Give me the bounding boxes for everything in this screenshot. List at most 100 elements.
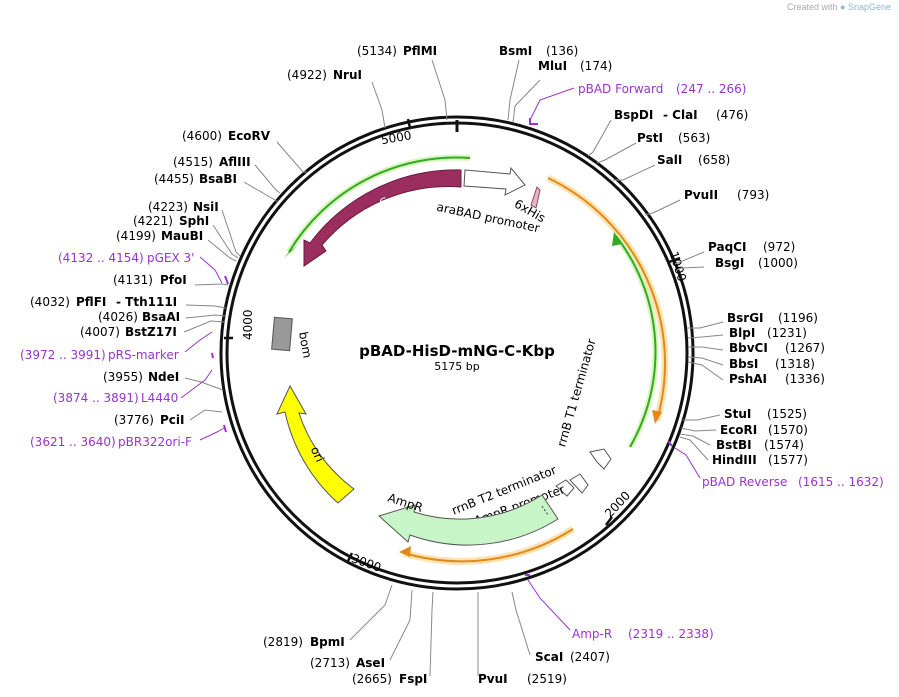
- enzyme-AseI-pos: (2713): [310, 656, 350, 670]
- enzyme-MluI-pos: (174): [580, 59, 612, 73]
- enzyme-BstZ17I-pos: (4007): [80, 325, 120, 339]
- primer-L4440: L4440: [141, 391, 178, 405]
- enzyme-PaqCI: PaqCI: [708, 240, 746, 254]
- enzyme-ScaI-pos: (2407): [570, 650, 610, 664]
- enzyme-EcoRV: EcoRV: [228, 129, 271, 143]
- enzyme-SphI: SphI: [179, 214, 209, 228]
- green-orf-line-2: [615, 235, 657, 448]
- enzyme-MauBI: MauBI: [161, 229, 203, 243]
- enzyme-BsgI: BsgI: [715, 256, 744, 270]
- araBAD-promoter-feature: [463, 166, 526, 196]
- enzyme-PflMI: PflMI: [403, 44, 437, 58]
- enzyme-BbvCI-pos: (1267): [785, 341, 825, 355]
- enzyme-StuI-pos: (1525): [767, 407, 807, 421]
- enzyme-BlpI-pos: (1231): [767, 326, 807, 340]
- primer-Amp-R: Amp-R: [572, 627, 612, 641]
- enzyme-ScaI: ScaI: [535, 650, 563, 664]
- enzyme-BsrGI: BsrGI: [727, 311, 764, 325]
- enzyme-BlpI: BlpI: [729, 326, 755, 340]
- enzyme-BspDI: BspDI: [614, 108, 653, 122]
- enzyme-BsgI-pos: (1000): [758, 256, 798, 270]
- enzyme-EcoRV-pos: (4600): [182, 129, 222, 143]
- AmpR-feature: [378, 494, 559, 546]
- enzyme-BpmI-pos: (2819): [263, 635, 303, 649]
- ori-feature: [276, 384, 355, 504]
- enzyme-BstBI-pos: (1574): [764, 438, 804, 452]
- enzyme-StuI: StuI: [724, 407, 751, 421]
- orange-orf-line-3: [403, 528, 574, 563]
- enzyme-SalI: SalI: [657, 153, 682, 167]
- enzyme-BspDI-pos: (476): [716, 108, 748, 122]
- enzyme-MluI: MluI: [538, 59, 567, 73]
- enzyme-PvuI-pos: (2519): [527, 672, 567, 686]
- enzyme-FspI: FspI: [399, 672, 427, 686]
- primer-pRS-marker-range: (3972 .. 3991): [20, 348, 106, 362]
- credit-brand: SnapGene: [847, 2, 891, 12]
- enzyme-ClaI: - ClaI: [663, 108, 698, 122]
- enzyme-BsmI: BsmI: [499, 44, 532, 58]
- enzyme-SalI-pos: (658): [698, 153, 730, 167]
- tick-2000: [605, 516, 613, 526]
- enzyme-BsaBI-pos: (4455): [154, 172, 194, 186]
- enzyme-BsmI-pos: (136): [546, 44, 578, 58]
- enzyme-BbsI-pos: (1318): [775, 357, 815, 371]
- tick-3000: [346, 552, 354, 562]
- enzyme-BbvCI: BbvCI: [729, 341, 768, 355]
- enzyme-AseI: AseI: [356, 656, 385, 670]
- enzyme-BsaBI: BsaBI: [199, 172, 237, 186]
- enzyme-PaqCI-pos: (972): [763, 240, 795, 254]
- plasmid-name: pBAD-HisD-mNG-C-Kbp: [359, 342, 555, 360]
- enzyme-Tth111I: - Tth111I: [116, 295, 177, 309]
- primer-pRS-marker: pRS-marker: [108, 348, 179, 362]
- enzyme-PvuI: PvuI: [478, 672, 508, 686]
- orange-orf-arrow-3: [399, 546, 411, 557]
- ori-label: ori: [308, 444, 327, 464]
- bom-feature: [271, 316, 293, 352]
- enzyme-BsaAI: BsaAI: [142, 310, 180, 324]
- feature-arcs: [284, 154, 669, 565]
- enzyme-PvuII: PvuII: [684, 188, 718, 202]
- enzyme-BbsI: BbsI: [729, 357, 758, 371]
- enzyme-PfoI-pos: (4131): [113, 273, 153, 287]
- rrnB-T1-terminator-label: rrnB T1 terminator: [554, 337, 598, 448]
- enzyme-NdeI: NdeI: [148, 370, 179, 384]
- enzyme-EcoRI-pos: (1570): [768, 423, 808, 437]
- enzyme-MauBI-pos: (4199): [116, 229, 156, 243]
- enzyme-HindIII-pos: (1577): [768, 453, 808, 467]
- credit-prefix: Created with: [786, 2, 838, 12]
- enzyme-AflIII: AflIII: [219, 155, 251, 169]
- enzyme-EcoRI: EcoRI: [720, 423, 757, 437]
- enzyme-PfoI: PfoI: [160, 273, 187, 287]
- orange-orf-arrow-1: [652, 410, 662, 424]
- primer-pBAD-Forward-range: (247 .. 266): [676, 82, 746, 96]
- rrnB-T1-terminator-feature: [589, 448, 612, 470]
- enzyme-PflMI-pos: (5134): [357, 44, 397, 58]
- enzyme-labels: (5134) PflMI BsmI (136) MluI (174) (4922…: [30, 44, 825, 686]
- enzyme-FspI-pos: (2665): [352, 672, 392, 686]
- snapgene-logo-icon: ●: [840, 2, 846, 12]
- araC-orf-arrow: [284, 246, 297, 258]
- primer-pBAD-Reverse: pBAD Reverse: [702, 475, 787, 489]
- primer-leaders: [180, 87, 701, 631]
- green-orf-arrow-2: [612, 232, 622, 246]
- tick-5000: [406, 118, 412, 129]
- enzyme-PstI-pos: (563): [678, 131, 710, 145]
- enzyme-PflFI: PflFI: [76, 295, 106, 309]
- backbone-outer: [219, 115, 695, 591]
- enzyme-PvuII-pos: (793): [737, 188, 769, 202]
- enzyme-NsiI: NsiI: [193, 200, 219, 214]
- primer-pBAD-Reverse-range: (1615 .. 1632): [798, 475, 884, 489]
- primer-pBR322ori-F-range: (3621 .. 3640): [30, 435, 116, 449]
- enzyme-BsaAI-pos: (4026): [98, 310, 138, 324]
- primer-labels: pBAD Forward (247 .. 266) (4132 .. 4154)…: [20, 82, 884, 641]
- araC-feature: [303, 169, 462, 267]
- enzyme-HindIII: HindIII: [712, 453, 757, 467]
- orange-orf-line-1: [547, 177, 667, 421]
- tick-label-5000: 5000: [380, 128, 413, 147]
- enzyme-BstZ17I: BstZ17I: [125, 325, 177, 339]
- enzyme-BsrGI-pos: (1196): [778, 311, 818, 325]
- enzyme-NruI: NruI: [333, 68, 362, 82]
- primer-pBR322ori-F: pBR322ori-F: [118, 435, 192, 449]
